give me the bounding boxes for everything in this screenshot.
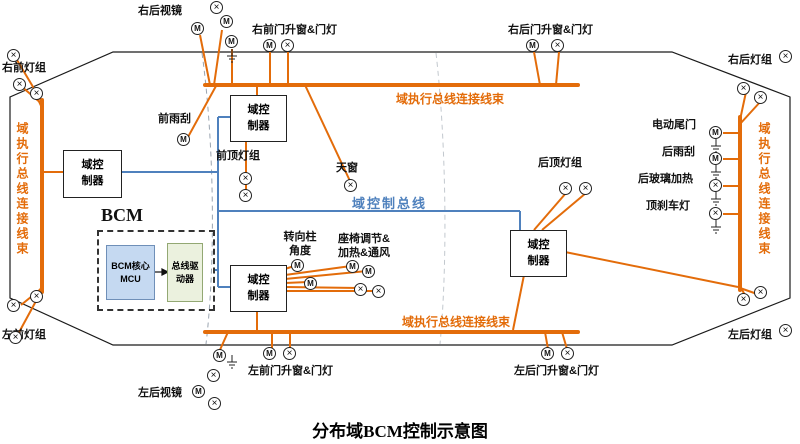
motor-icon: M [263, 39, 276, 52]
lamp-icon: × [709, 179, 722, 192]
label-left-front-door: 左前门升窗&门灯 [248, 365, 333, 377]
motor-icon: M [177, 133, 190, 146]
bcm-title: BCM [101, 205, 143, 225]
lamp-icon: × [354, 283, 367, 296]
motor-icon: M [362, 265, 375, 278]
domain-controller-right: 域控制器 [510, 230, 567, 277]
motor-icon: M [192, 385, 205, 398]
ground-icon [711, 192, 721, 206]
lamp-icon: × [344, 179, 357, 192]
lamp-icon: × [754, 286, 767, 299]
label-rear-glass-heater: 后玻璃加热 [638, 173, 693, 185]
lamp-icon: × [779, 324, 792, 337]
lamp-icon: × [754, 91, 767, 104]
lamp-icon: × [30, 87, 43, 100]
ground-icon [711, 220, 721, 234]
lamp-icon: × [561, 347, 574, 360]
exec-bus-label-left: 域执行总线连接线束 [15, 122, 29, 257]
ground-icon [711, 139, 721, 153]
ground-icon [227, 49, 237, 63]
motor-icon: M [191, 22, 204, 35]
label-right-rear-mirror: 右后视镜 [138, 5, 182, 17]
motor-icon: M [220, 15, 233, 28]
motor-icon: M [263, 347, 276, 360]
label-seat-adjust: 座椅调节&加热&通风 [338, 233, 390, 259]
control-bus-lines [120, 116, 521, 288]
bus-driver-box: 总线驱动器 [167, 243, 203, 302]
motor-icon: M [213, 349, 226, 362]
lamp-icon: × [281, 39, 294, 52]
motor-icon: M [526, 39, 539, 52]
domain-controller-bottom: 域控制器 [230, 265, 287, 312]
lamp-icon: × [30, 290, 43, 303]
label-power-tailgate: 电动尾门 [652, 119, 696, 131]
ground-icon [227, 355, 237, 369]
motor-icon: M [709, 126, 722, 139]
label-steering-column-angle: 转向柱角度 [283, 231, 317, 257]
domain-controller-label: 域控制器 [247, 103, 270, 132]
rear-window-divider [435, 52, 446, 345]
exec-bus-label-top: 域执行总线连接线束 [396, 92, 505, 106]
bus-driver-label: 总线驱动器 [171, 261, 199, 284]
domain-controller-label: 域控制器 [247, 273, 270, 302]
motor-icon: M [709, 152, 722, 165]
motor-icon: M [346, 260, 359, 273]
label-sunroof: 天窗 [336, 162, 358, 174]
lamp-icon: × [7, 299, 20, 312]
motor-icon: M [304, 277, 317, 290]
control-bus-label: 域控制总线 [352, 196, 428, 211]
domain-controller-label: 域控制器 [81, 159, 104, 187]
bcm-mcu-label: BCM核心MCU [111, 261, 150, 284]
lamp-icon: × [559, 182, 572, 195]
bcm-module-box [97, 230, 215, 311]
lamp-icon: × [283, 347, 296, 360]
label-left-rear-lamps: 左后灯组 [728, 329, 772, 341]
lamp-icon: × [372, 285, 385, 298]
label-right-front-door: 右前门升窗&门灯 [252, 24, 337, 36]
lamp-icon: × [239, 189, 252, 202]
label-rear-roof-lamps: 后顶灯组 [538, 157, 582, 169]
label-left-rear-door: 左后门升窗&门灯 [514, 365, 599, 377]
lamp-icon: × [737, 82, 750, 95]
lamp-icon: × [13, 78, 26, 91]
lamp-icon: × [579, 182, 592, 195]
lamp-icon: × [208, 397, 221, 410]
label-right-rear-door: 右后门升窗&门灯 [508, 24, 593, 36]
motor-icon: M [225, 35, 238, 48]
exec-bus-lines [40, 83, 742, 334]
lamp-icon: × [551, 39, 564, 52]
label-right-front-lamps: 右前灯组 [2, 62, 46, 74]
label-left-rear-mirror: 左后视镜 [138, 387, 182, 399]
exec-bus-label-bottom: 域执行总线连接线束 [402, 315, 511, 329]
label-front-roof-lamps: 前顶灯组 [216, 150, 260, 162]
lamp-icon: × [709, 207, 722, 220]
bcm-mcu-box: BCM核心MCU [106, 245, 155, 300]
lamp-icon: × [9, 331, 22, 344]
label-high-brake-lamp: 顶刹车灯 [646, 200, 690, 212]
lamp-icon: × [737, 293, 750, 306]
diagram-title: 分布域BCM控制示意图 [312, 422, 488, 441]
label-right-rear-lamps: 右后灯组 [728, 54, 772, 66]
lamp-icon: × [239, 172, 252, 185]
domain-controller-top: 域控制器 [230, 95, 287, 142]
domain-controller-left: 域控制器 [63, 150, 122, 198]
lamp-icon: × [779, 50, 792, 63]
motor-icon: M [291, 259, 304, 272]
lamp-icon: × [210, 1, 223, 14]
label-rear-wiper: 后雨刮 [662, 146, 695, 158]
arrow-icon [154, 268, 170, 276]
ground-icon [711, 165, 721, 179]
motor-icon: M [541, 347, 554, 360]
exec-bus-label-right: 域执行总线连接线束 [757, 122, 771, 257]
domain-controller-label: 域控制器 [527, 238, 550, 267]
lamp-icon: × [207, 369, 220, 382]
label-front-wiper: 前雨刮 [158, 113, 191, 125]
car-body-outline [9, 51, 791, 346]
lamp-icon: × [7, 49, 20, 62]
windshield-divider [201, 52, 213, 345]
